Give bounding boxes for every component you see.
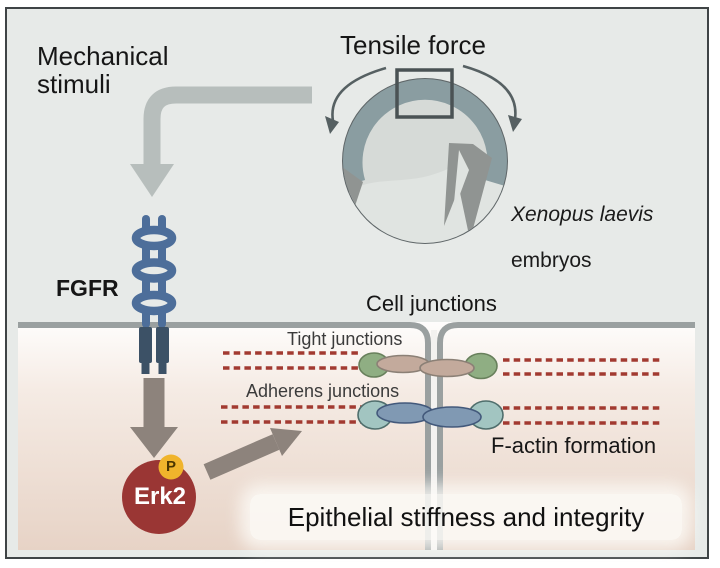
stimuli-arrow-shaft <box>143 86 312 166</box>
adherens-junction-inner-oval <box>422 406 482 428</box>
tight-junctions-label: Tight junctions <box>287 329 403 349</box>
tension-region-box <box>395 68 454 119</box>
mechanical-stimuli-arrow <box>130 86 312 197</box>
fgfr-to-erk2-arrow <box>130 378 178 458</box>
tension-arrowhead-right <box>508 115 522 132</box>
tension-arrow-right <box>462 64 517 120</box>
junction-arrow-shaft <box>203 434 280 480</box>
erk2-to-junction-arrow <box>203 428 302 480</box>
cell-junctions-label: Cell junctions <box>366 291 497 316</box>
receptor-ig-loop <box>131 290 177 316</box>
f-actin-filaments <box>221 351 662 425</box>
f-actin-formation-label: F-actin formation <box>491 433 657 458</box>
phosphate-label: P <box>165 458 176 475</box>
stimuli-arrowhead <box>130 164 174 197</box>
embryo-illustration <box>325 64 522 244</box>
junction-arrowhead <box>270 428 302 456</box>
fgfr-label: FGFR <box>56 275 119 301</box>
receptor-kinase-domain <box>139 327 152 363</box>
species-suffix: embryos <box>511 249 592 273</box>
tight-junction-complex <box>358 352 498 380</box>
adherens-junctions-label: Adherens junctions <box>246 381 400 401</box>
mechanical-stimuli-label: Mechanical stimuli <box>37 41 169 100</box>
species-name: Xenopus laevis <box>511 203 654 227</box>
erk2-label: Erk2 <box>133 483 187 510</box>
tension-arrow-left <box>331 66 387 122</box>
signal-arrowhead <box>130 427 178 458</box>
erk2-protein <box>122 454 196 534</box>
receptor-tail <box>158 363 167 374</box>
embryo-marginal-patch-right <box>444 143 492 240</box>
fgfr-receptor-icon <box>131 215 177 374</box>
phosphate-badge <box>158 454 184 480</box>
embryo-animal-cap-band <box>343 79 507 186</box>
left-cell-membrane <box>18 322 431 550</box>
tension-arrowhead-left <box>325 116 339 134</box>
adherens-junction-complex <box>357 400 504 430</box>
tensile-force-label: Tensile force <box>340 30 486 60</box>
outcome-banner: Epithelial stiffness and integrity <box>250 494 682 540</box>
cell-membranes <box>18 322 695 550</box>
receptor-ig-loop <box>131 258 177 283</box>
species-label: Xenopus laevis embryos <box>511 180 653 272</box>
right-cell-membrane <box>437 322 695 550</box>
outcome-text: Epithelial stiffness and integrity <box>287 501 645 532</box>
intercellular-space <box>431 330 437 550</box>
receptor-tail <box>141 363 150 374</box>
embryo-patch-notch <box>453 150 469 213</box>
receptor-kinase-domain <box>156 327 169 363</box>
tight-junction-inner-oval <box>419 358 475 378</box>
receptor-ig-loop <box>131 225 177 251</box>
erk2-circle <box>122 460 196 534</box>
